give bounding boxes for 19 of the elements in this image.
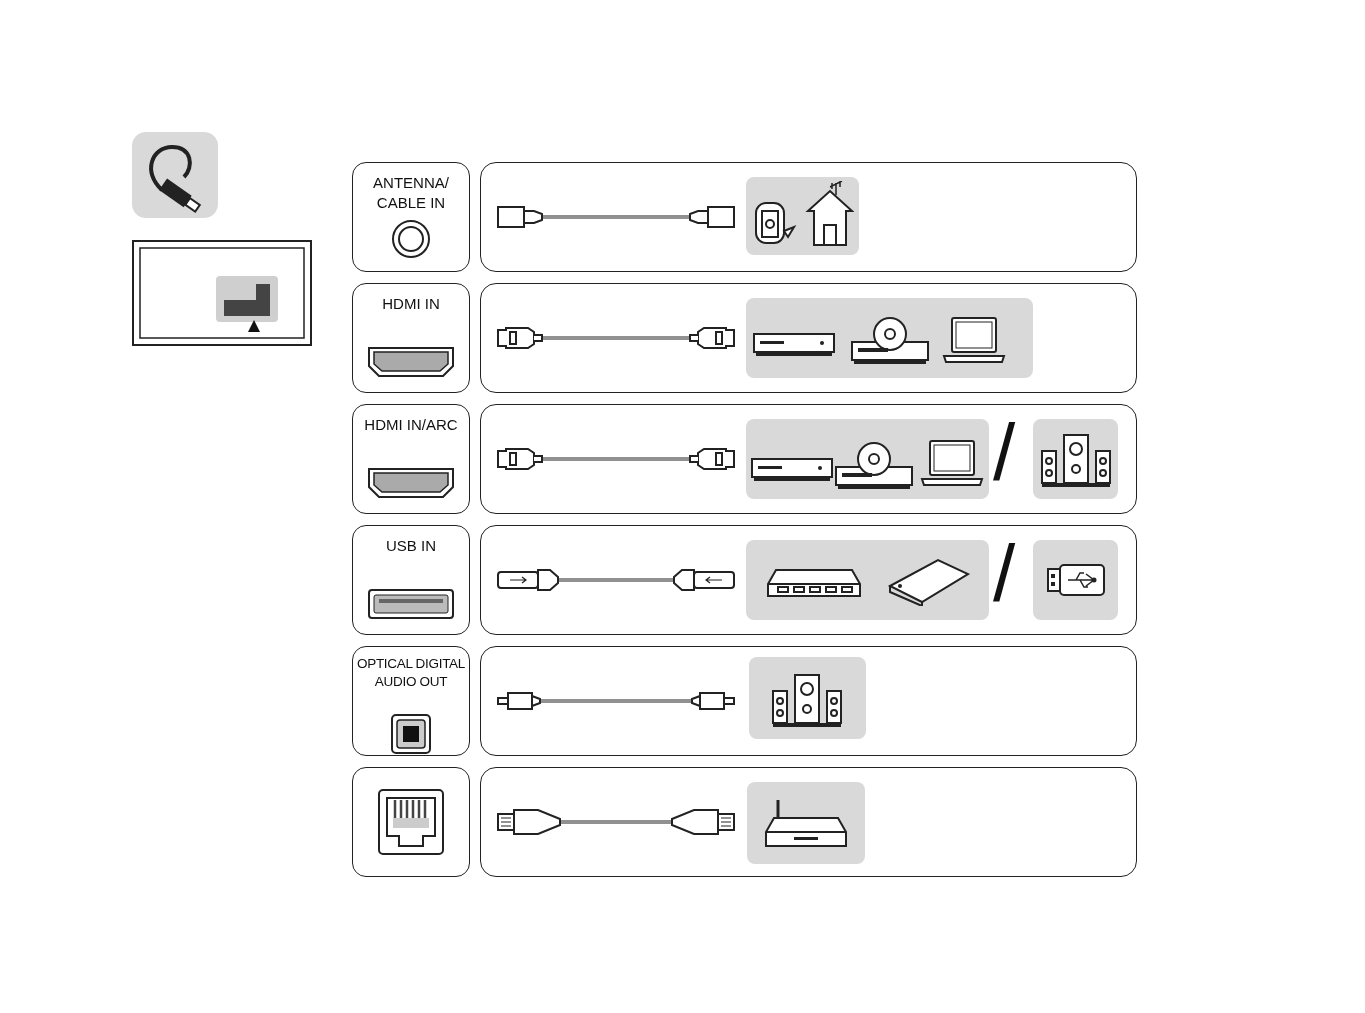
port-label: ANTENNA/ CABLE IN — [372, 173, 450, 213]
port-box — [352, 767, 470, 877]
separator-slash: / — [993, 534, 1016, 614]
port-label: HDMI IN — [381, 294, 441, 314]
connection-panel — [480, 283, 1137, 393]
connection-panel — [480, 162, 1137, 272]
port-box — [352, 646, 470, 756]
port-label: OPTICAL DIGITAL AUDIO OUT — [356, 655, 466, 691]
port-box — [352, 283, 470, 393]
port-label: USB IN — [385, 536, 437, 556]
connection-panel — [480, 404, 1137, 514]
connection-panel — [480, 646, 1137, 756]
connection-panel — [480, 525, 1137, 635]
port-label: HDMI IN/ARC — [363, 415, 459, 435]
port-box — [352, 162, 470, 272]
port-box — [352, 525, 470, 635]
connection-panel — [480, 767, 1137, 877]
separator-slash: / — [993, 413, 1016, 493]
port-box — [352, 404, 470, 514]
